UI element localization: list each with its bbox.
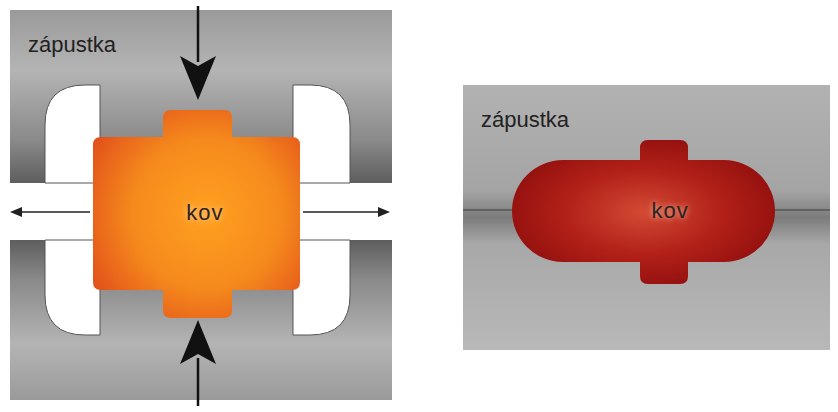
force-arrow — [197, 6, 200, 62]
metal-blank — [93, 110, 300, 318]
flow-arrow — [303, 211, 380, 213]
force-arrow-head — [180, 320, 216, 364]
flash-gutter — [45, 240, 100, 335]
closed-die — [463, 85, 830, 350]
forged-part-area: kov — [513, 160, 775, 262]
die-label: zápustka — [481, 107, 569, 133]
force-arrow — [197, 358, 200, 406]
metal-label: kov — [652, 198, 689, 224]
metal-blank-area: kov — [93, 137, 300, 290]
force-arrow-head — [180, 56, 216, 100]
flash-gutter — [293, 85, 350, 183]
flow-arrow-head — [10, 207, 22, 217]
flow-arrow — [20, 211, 90, 213]
flash-gutter — [45, 85, 100, 183]
die-label-area: zápustka kov — [463, 85, 830, 350]
metal-label: kov — [186, 200, 223, 226]
flow-arrow-head — [378, 207, 390, 217]
forged-part — [512, 140, 775, 284]
die-label: zápustka — [28, 32, 116, 58]
flash-gutter — [293, 240, 350, 335]
die-label-area: zápustka — [10, 10, 392, 183]
